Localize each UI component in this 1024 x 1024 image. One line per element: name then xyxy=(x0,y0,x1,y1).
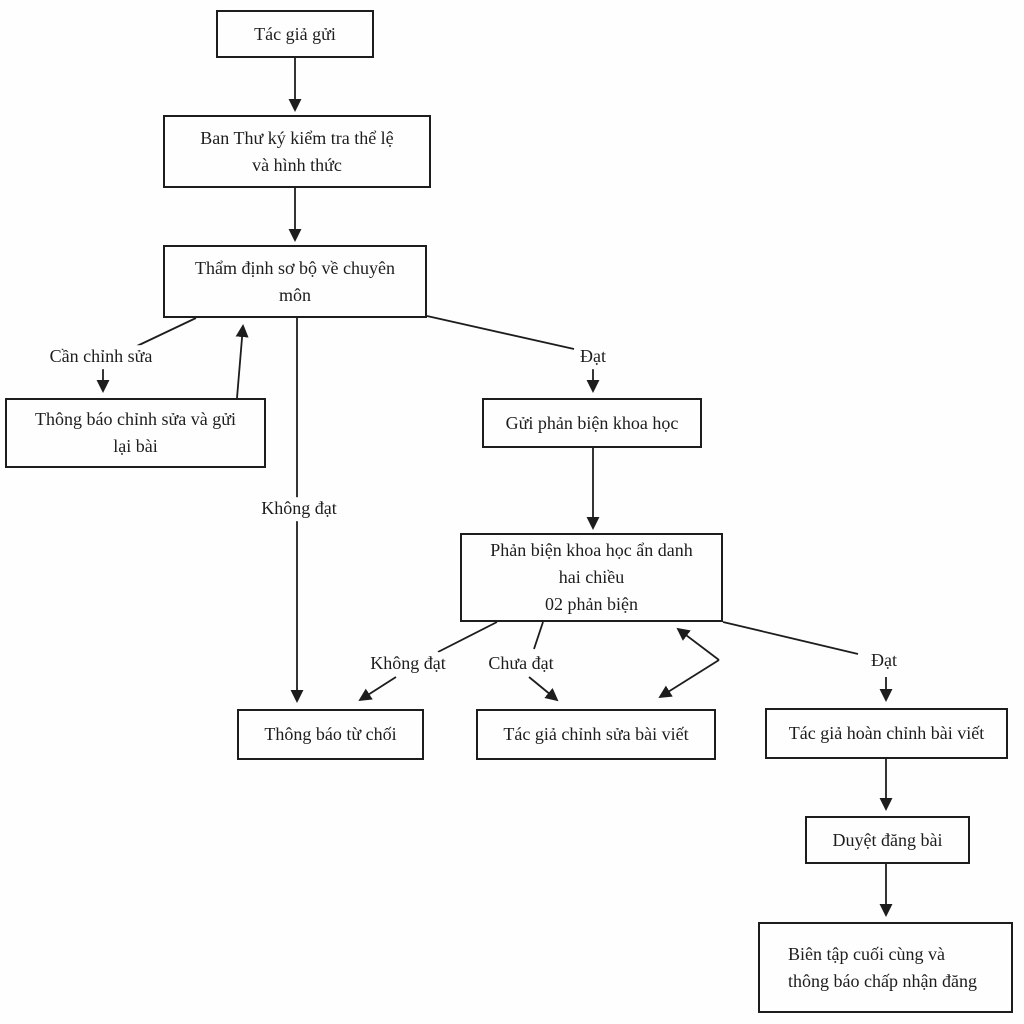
node-send-peer-review: Gửi phản biện khoa học xyxy=(482,398,702,448)
edge-notyet-label-to-author-edit xyxy=(528,676,559,702)
node-rejection-notice: Thông báo từ chối xyxy=(237,709,424,760)
edge-label-fail-review: Không đạt xyxy=(366,652,450,676)
edge-fail-label-to-reject xyxy=(358,676,397,702)
edge-preliminary-pass-line xyxy=(426,315,575,350)
edge-review-notyet-line xyxy=(533,621,544,650)
edge-notice-back-to-preliminary xyxy=(235,324,249,399)
node-author-revise: Tác giả chỉnh sửa bài viết xyxy=(476,709,716,760)
edge-label-pass-preliminary: Đạt xyxy=(576,345,610,369)
node-double-blind-review: Phản biện khoa học ẩn danh hai chiều 02 … xyxy=(460,533,723,622)
edge-label-not-yet-pass: Chưa đạt xyxy=(484,652,558,676)
edge-review-to-author-edit xyxy=(658,659,720,699)
edge-author-edit-back-to-review xyxy=(676,627,720,661)
node-author-submit: Tác giả gửi xyxy=(216,10,374,58)
node-final-editing: Biên tập cuối cùng và thông báo chấp nhậ… xyxy=(758,922,1013,1013)
edge-preliminary-to-revision-line xyxy=(136,317,197,347)
edge-label-fail-preliminary: Không đạt xyxy=(257,497,341,521)
node-secretary-check: Ban Thư ký kiểm tra thể lệ và hình thức xyxy=(163,115,431,188)
edge-label-need-revision: Cần chỉnh sửa xyxy=(45,345,157,369)
node-approve-publication: Duyệt đăng bài xyxy=(805,816,970,864)
node-author-finalize: Tác giả hoàn chỉnh bài viết xyxy=(765,708,1008,759)
edge-label-pass-review: Đạt xyxy=(867,649,901,673)
edge-review-fail-line xyxy=(437,621,498,653)
edge-review-pass-line xyxy=(722,621,859,655)
node-preliminary-assessment: Thẩm định sơ bộ về chuyên môn xyxy=(163,245,427,318)
node-revision-notice: Thông báo chỉnh sửa và gửi lại bài xyxy=(5,398,266,468)
